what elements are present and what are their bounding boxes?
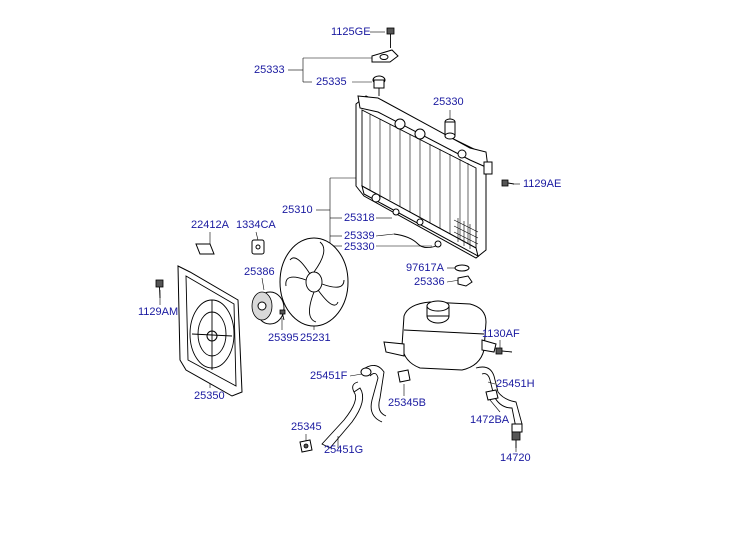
label-25335: 25335 [316,76,347,88]
label-25345B: 25345B [388,397,426,409]
fan-25231-icon [279,237,349,327]
label-1130AF: 1130AF [482,328,520,340]
label-25318: 25318 [344,212,375,224]
label-25451G: 25451G [324,444,364,456]
label-14720: 14720 [500,452,531,464]
drain-hose-25339-icon [393,233,442,249]
clip-22412A-icon [195,243,215,255]
label-25333: 25333 [254,64,285,76]
label-25451H: 25451H [496,378,535,390]
bolt-1125GE-icon [386,27,395,48]
clamp-14720-icon [511,431,521,448]
bolt-1129AE-icon [501,179,515,187]
cap-25335-icon [372,75,386,96]
label-25231: 25231 [300,332,331,344]
label-25330-top: 25330 [433,96,464,108]
label-22412A: 22412A [191,219,229,231]
clamp-25345B-icon [397,369,411,383]
label-25336: 25336 [414,276,445,288]
clamp-25345-icon [299,439,313,453]
label-25330-mid: 25330 [344,241,375,253]
label-25310: 25310 [282,204,313,216]
label-97617A: 97617A [406,262,444,274]
label-25395: 25395 [268,332,299,344]
bolt-25395-icon [279,309,286,321]
cap-25336-icon [457,275,473,287]
radiator-25310-icon [355,95,493,259]
label-25339: 25339 [344,230,375,242]
bolt-1129AM-icon [155,279,164,299]
label-1129AE: 1129AE [523,178,562,190]
plug-25330-icon [444,118,456,140]
label-25350: 25350 [194,390,225,402]
ring-97617A-icon [454,264,470,272]
label-25345: 25345 [291,421,322,433]
bracket-25333-icon [371,49,399,63]
reservoir-tank-icon [383,300,497,371]
label-1334CA: 1334CA [236,219,276,231]
clamp-1472BA-icon [485,389,499,401]
label-25386: 25386 [244,266,275,278]
bolt-1130AF-icon [495,347,513,355]
motor-25386-icon [251,291,285,325]
label-25451F: 25451F [310,370,348,382]
clip-1334CA-icon [251,239,265,255]
hose-25451G-icon [321,381,364,449]
label-1125GE: 1125GE [331,26,371,38]
hose-25451F-icon [360,365,387,423]
label-1129AM: 1129AM [138,306,179,318]
fan-shroud-25350-icon [177,265,243,397]
label-1472BA: 1472BA [470,414,510,426]
